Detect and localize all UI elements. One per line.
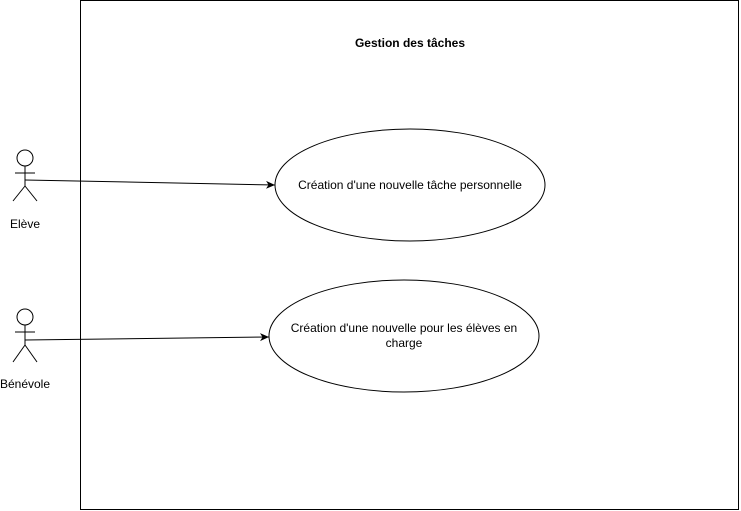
use-case-label: Création d'une nouvelle tâche personnell…: [298, 178, 522, 192]
actor-eleve[interactable]: Elève: [10, 149, 40, 231]
actor-benevole[interactable]: Bénévole: [0, 308, 50, 391]
system-title: Gestion des tâches: [355, 36, 465, 50]
actor-head: [16, 149, 34, 167]
actor-left-leg: [12, 185, 26, 202]
actor-head: [16, 308, 34, 326]
use-case-ellipse: [268, 279, 540, 393]
actor-right-leg: [24, 185, 38, 202]
association-arrow-benevole: [24, 333, 270, 342]
use-case-eleves-en-charge[interactable]: Création d'une nouvelle pour les élèves …: [268, 279, 540, 393]
actor-right-leg: [24, 344, 38, 363]
use-case-label-line-2: charge: [386, 336, 423, 350]
actor-label: Elève: [10, 217, 40, 231]
use-case-label-line-1: Création d'une nouvelle pour les élèves …: [291, 321, 517, 335]
use-case-ellipse: [274, 128, 546, 242]
association-arrow-eleve: [24, 179, 276, 189]
actor-left-leg: [12, 344, 26, 363]
actor-label: Bénévole: [0, 377, 50, 391]
system-boundary: [80, 0, 739, 510]
use-case-tache-personnelle[interactable]: Création d'une nouvelle tâche personnell…: [274, 128, 546, 242]
